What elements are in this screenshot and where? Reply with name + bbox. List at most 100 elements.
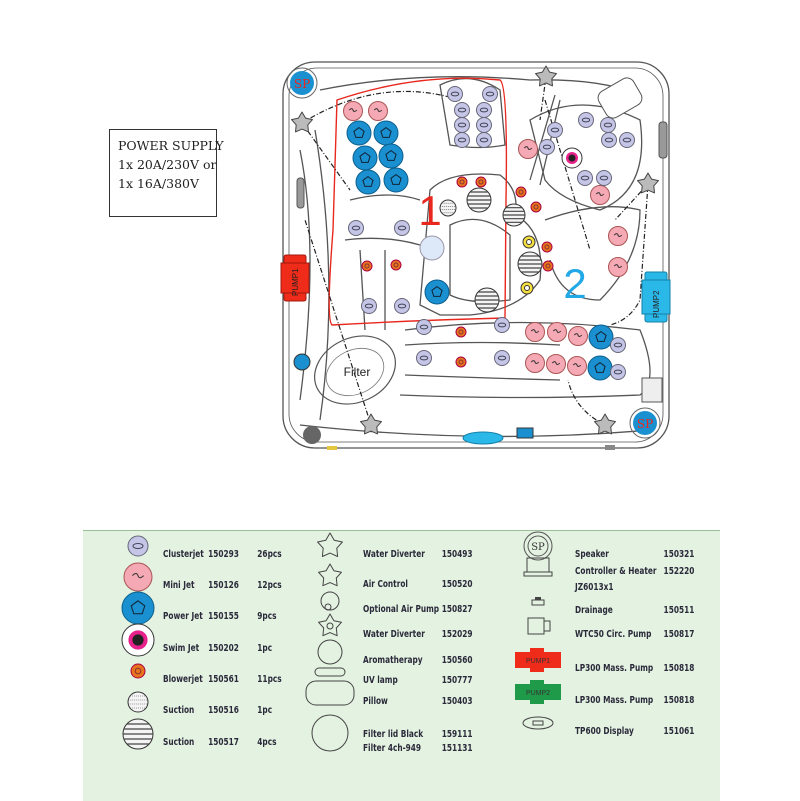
air-pump-icon: [320, 591, 340, 611]
legend-item-name: Speaker: [575, 548, 609, 560]
flow-arrow: [614, 183, 649, 221]
legend-item-code: 150202: [208, 642, 239, 654]
air-control-icon: [318, 563, 342, 587]
legend-item-code: 150777: [441, 674, 473, 686]
legend-item-code: 150511: [663, 604, 695, 616]
display-icon: [522, 716, 554, 730]
flow-arrow: [301, 122, 351, 191]
legend-item-code: 151061: [663, 725, 695, 737]
aromatherapy-icon: [317, 639, 343, 665]
water-diverter-icon: [317, 532, 343, 557]
legend-item-qty: 9pcs: [257, 610, 277, 622]
pump2-label: PUMP2: [652, 290, 661, 318]
clusterjet: [482, 86, 498, 102]
blowerjet: [390, 259, 402, 271]
clusterjet: [454, 117, 470, 133]
clusterjet: [547, 122, 563, 138]
suction: [502, 203, 526, 227]
power-supply-box: POWER SUPPLY 1x 20A/230V or 1x 16A/380V: [109, 129, 224, 217]
power-jet: [587, 355, 613, 381]
legend-item-name: Filter 4ch-949: [363, 742, 422, 754]
mini-jet: [608, 257, 628, 277]
mini-jet: [518, 139, 538, 159]
power-jet: [588, 324, 614, 350]
legend-item: TP600 Display 151061: [575, 721, 705, 741]
pump1-icon: PUMP1: [515, 648, 561, 672]
drainage: [327, 446, 337, 450]
tub-outline: [282, 61, 670, 449]
power-jet: [355, 169, 381, 195]
circ-pump-icon: [527, 617, 551, 635]
clusterjet: [601, 132, 617, 148]
mini-jet: [525, 322, 545, 342]
suction: [122, 718, 154, 750]
legend-item-name: TP600 Display: [575, 725, 634, 737]
blowerjet: [455, 326, 467, 338]
suction: [466, 187, 492, 213]
blowerjet: [530, 201, 542, 213]
flow-arrow: [567, 379, 606, 426]
filter-icon: [311, 714, 349, 752]
power-supply-option-1: 1x 20A/230V or: [118, 157, 217, 172]
legend-item-code: 150520: [441, 578, 473, 590]
mini-jet: [567, 356, 587, 376]
water-diverter: [360, 413, 382, 435]
legend-item-code: 150561: [208, 673, 239, 685]
suction: [439, 199, 457, 217]
pump2-icon: PUMP2: [515, 680, 561, 704]
clusterjet: [394, 298, 410, 314]
legend-item: LP300 Mass. Pump 150818: [575, 690, 705, 710]
legend-item-code: 150818: [663, 694, 695, 706]
swim-jet: [561, 147, 583, 169]
clusterjet: [577, 170, 593, 186]
clusterjet: [127, 535, 149, 557]
pillow: [597, 77, 643, 119]
legend-item-code: 150493: [441, 548, 473, 560]
controller-icon: [523, 557, 553, 577]
mini-jet: [568, 326, 588, 346]
speaker-label: SP: [294, 77, 310, 91]
legend-item-name: Swim Jet: [163, 642, 200, 654]
legend-item-qty: 4pcs: [257, 736, 277, 748]
filter-label: Filter: [344, 365, 371, 379]
clusterjet: [348, 220, 364, 236]
legend-item-name: Suction: [163, 704, 195, 716]
svg-text:SP: SP: [531, 542, 545, 553]
legend-item-name: Optional Air Pump: [363, 603, 440, 615]
legend-item: JZ6013x1: [575, 577, 705, 597]
pump2: PUMP2: [641, 271, 671, 323]
circ-pump: [641, 377, 663, 403]
legend-item-qty: 12pcs: [257, 579, 282, 591]
speaker-label: SP: [637, 417, 653, 431]
legend-item-name: LP300 Mass. Pump: [575, 694, 654, 706]
legend-item-name: Air Control: [363, 578, 408, 590]
water-diverter: [291, 111, 313, 133]
led-light: [419, 235, 445, 261]
clusterjet: [619, 132, 635, 148]
pillow-icon: [305, 680, 355, 706]
mini-jet: [546, 354, 566, 374]
legend-item-name: WTC50 Circ. Pump: [575, 628, 652, 640]
pump1-label: PUMP1: [291, 268, 300, 296]
uv-lamp: [658, 121, 668, 159]
mini-jet: [525, 353, 545, 373]
mini-jet: [590, 185, 610, 205]
power-supply-option-2: 1x 16A/380V: [118, 176, 200, 191]
uv-lamp: [296, 177, 305, 209]
flow-arrow: [544, 99, 591, 251]
yellow-fitting: [520, 281, 534, 295]
clusterjet: [600, 117, 616, 133]
legend-item-code: 150818: [663, 662, 695, 674]
legend-item-code: 150827: [441, 603, 473, 615]
mini-jet: [343, 101, 363, 121]
clusterjet: [539, 139, 555, 155]
